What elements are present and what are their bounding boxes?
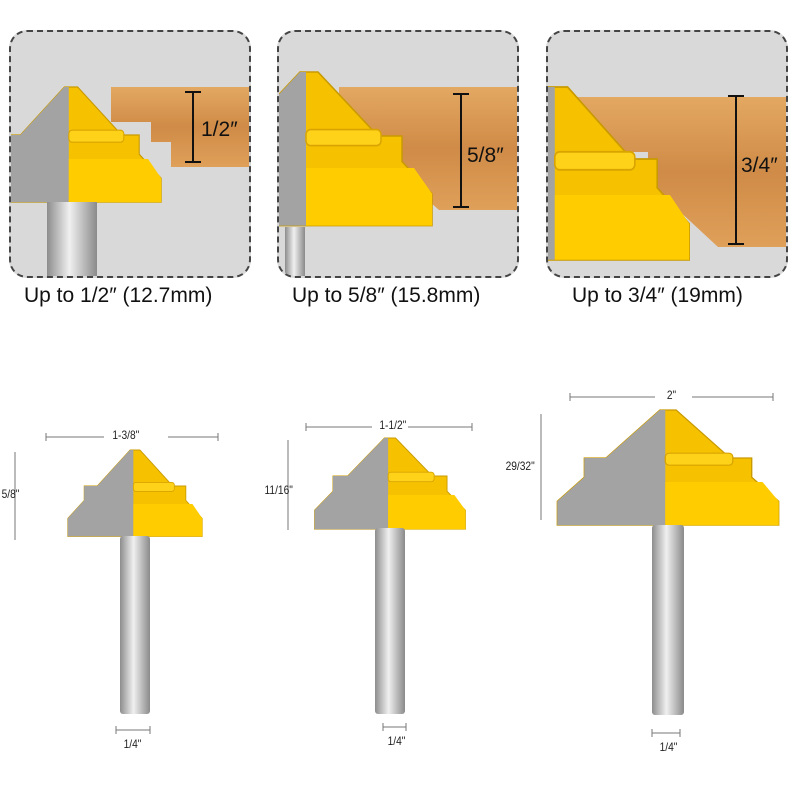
panel-3-dimension: 3/4″: [741, 154, 778, 177]
bit-1-width-label: 1-3/8": [112, 428, 140, 442]
profile-panel-2: 5/8″: [277, 30, 519, 278]
bit-3-height-label: 29/32": [505, 459, 535, 473]
bit-3-shank-label: 1/4": [659, 740, 678, 754]
profile-panel-3: 3/4″: [546, 30, 788, 278]
bit-2-width-label: 1-1/2": [379, 418, 407, 432]
panel-2-dimension: 5/8″: [467, 144, 504, 167]
panel-3-caption: Up to 3/4″ (19mm): [572, 284, 743, 307]
wood-board: [111, 87, 249, 167]
panel-1-dimension: 1/2″: [201, 118, 238, 141]
panel-3-illustration: [548, 86, 786, 261]
wood-board: [339, 87, 517, 210]
router-bit-small: [14, 433, 219, 734]
panel-1-illustration: [11, 86, 249, 276]
bit-1-shank-label: 1/4": [123, 737, 142, 751]
router-bit-large: [540, 393, 780, 737]
panel-2-caption: Up to 5/8″ (15.8mm): [292, 284, 481, 307]
bit-2-shank-label: 1/4": [387, 734, 406, 748]
bit-shank: [47, 202, 97, 276]
router-bit-medium: [287, 423, 473, 731]
profile-panel-1: 1/2″: [9, 30, 251, 278]
bit-1-height-label: 5/8": [1, 487, 20, 501]
bit-3-width-label: 2": [666, 388, 677, 402]
bit-2-height-label: 11/16": [264, 483, 293, 497]
bit-shank: [285, 227, 305, 276]
panel-2-illustration: [279, 71, 517, 276]
panel-1-caption: Up to 1/2″ (12.7mm): [24, 284, 213, 307]
wood-board: [560, 97, 786, 247]
